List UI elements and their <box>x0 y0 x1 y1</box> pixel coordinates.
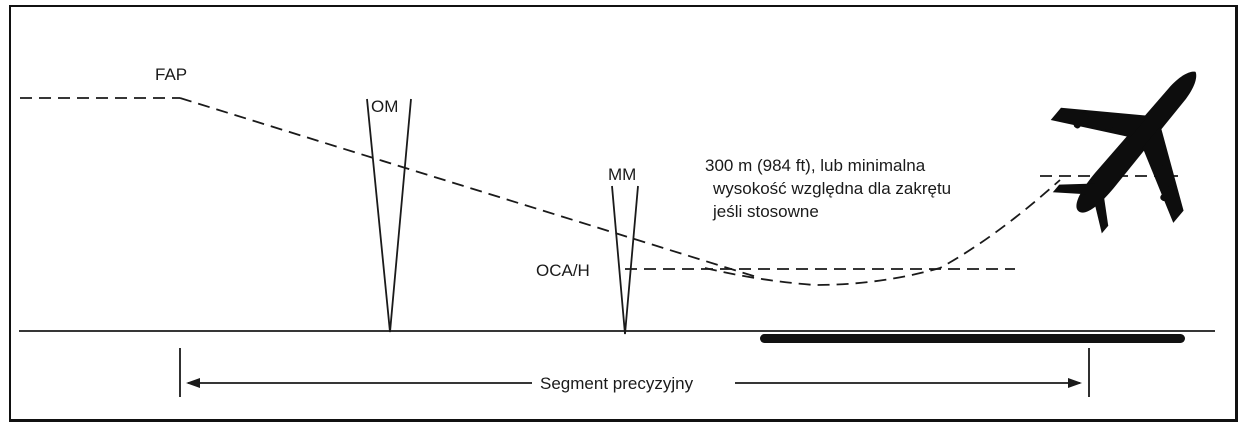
airplane-silhouette-icon <box>1050 71 1197 234</box>
mm-label: MM <box>608 165 636 184</box>
fap-label: FAP <box>155 65 187 84</box>
note-line-3: jeśli stosowne <box>712 202 819 221</box>
segment-label: Segment precyzyjny <box>540 374 694 393</box>
glide-path <box>179 97 761 279</box>
om-label: OM <box>371 97 398 116</box>
oca-h-label: OCA/H <box>536 261 590 280</box>
arrowhead-left-icon <box>186 378 200 388</box>
om-marker-cone <box>366 98 412 333</box>
arrowhead-right-icon <box>1068 378 1082 388</box>
mm-marker-cone <box>611 185 639 335</box>
note-line-1: 300 m (984 ft), lub minimalna <box>705 156 926 175</box>
diagram-frame <box>9 5 1238 422</box>
note-line-2: wysokość względna dla zakrętu <box>712 179 951 198</box>
missed-approach-path <box>704 179 1061 286</box>
runway <box>760 334 1185 343</box>
